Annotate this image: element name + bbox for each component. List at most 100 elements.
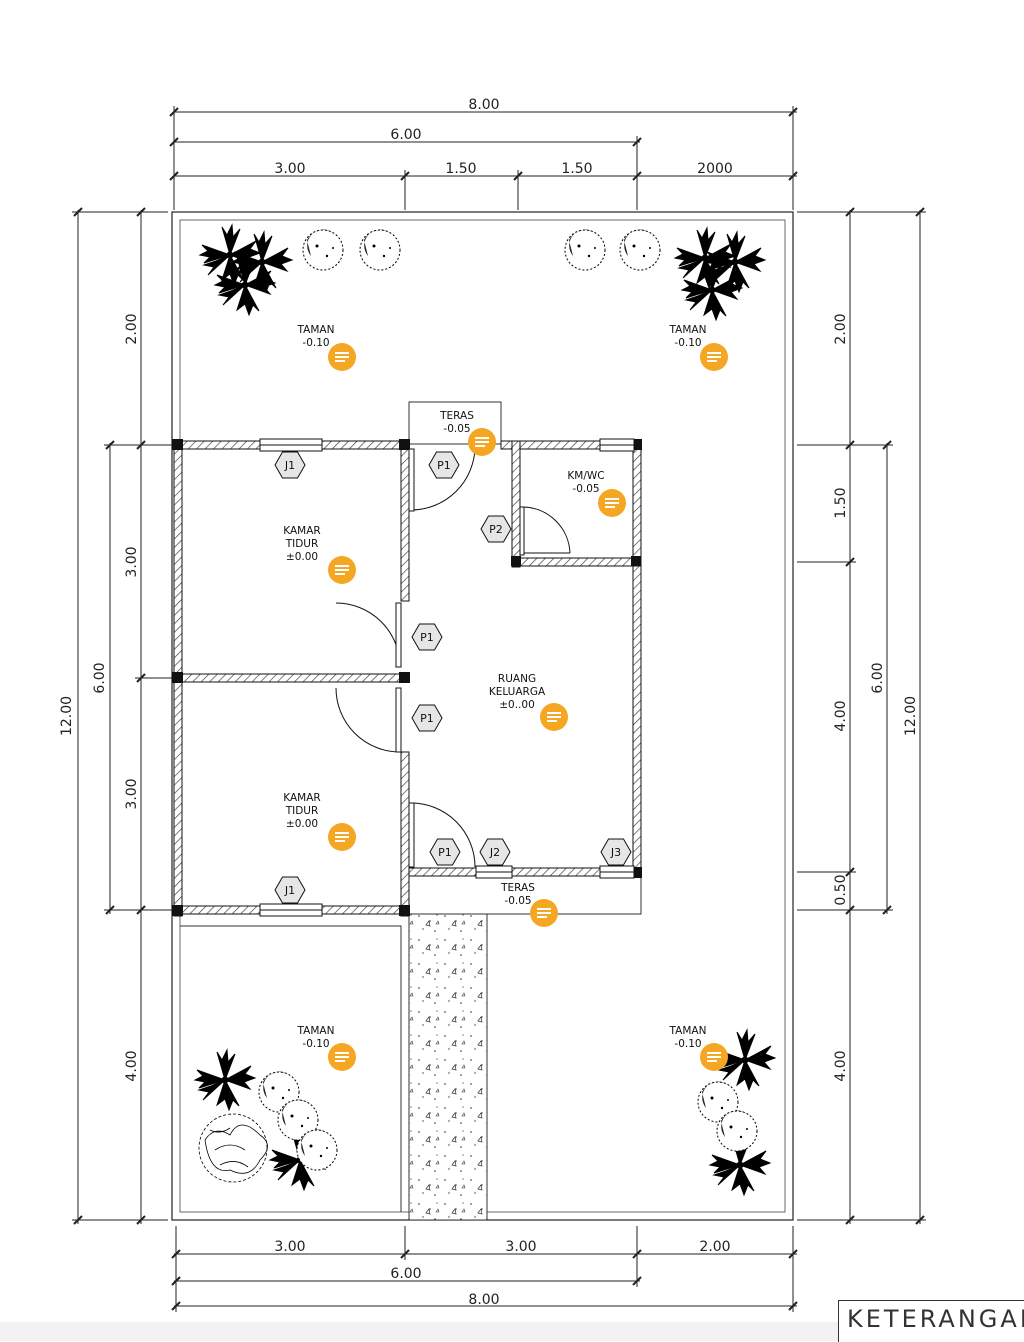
tag-j2-label: J2 [489,846,500,859]
dim-bottom-total: 8.00 [468,1292,499,1308]
dim-bottom-seg-2: 3.00 [505,1239,536,1255]
comment-note-icon[interactable] [539,702,569,732]
room-ruang-keluarga: RUANG KELUARGA ±0..00 [489,673,546,711]
kmwc-level: -0.05 [572,483,599,495]
gravel-path [408,913,488,1221]
dim-left-seg-3: 3.00 [124,778,140,809]
tag-j1-top: J1 [274,451,306,479]
comment-note-icon[interactable] [327,555,357,585]
taman-br-level: -0.10 [674,1038,701,1050]
room-kamar-tidur-2: KAMAR TIDUR ±0.00 [283,792,320,830]
teras-bottom-name: TERAS [500,882,535,894]
tag-p1-kamar2-label: P1 [420,712,434,725]
taman-bl-name: TAMAN [297,1025,335,1037]
dim-right-seg-1: 2.00 [833,313,849,344]
dim-top-seg-4: 2000 [697,161,733,177]
room-taman-bl: TAMAN -0.10 [297,1025,335,1050]
taman-tr-name: TAMAN [669,324,707,336]
comment-note-icon[interactable] [327,1042,357,1072]
dim-right-seg-4: 0.50 [833,874,849,905]
dim-right-total: 12.00 [903,696,919,736]
tag-p1-teras-label: P1 [437,459,451,472]
dim-bottom-seg-1: 3.00 [274,1239,305,1255]
dim-top-seg-3: 1.50 [561,161,592,177]
room-taman-br: TAMAN -0.10 [669,1025,707,1050]
tag-p1-kamar1: P1 [411,623,443,651]
kmwc-name: KM/WC [567,470,604,482]
dim-right-six: 6.00 [870,662,886,693]
room-teras-bottom: TERAS -0.05 [500,882,535,907]
legend-panel: KETERANGAN [838,1300,1024,1342]
ruang-level: ±0..00 [499,699,535,711]
comment-note-icon[interactable] [529,898,559,928]
dim-bottom-seg-3: 2.00 [699,1239,730,1255]
dim-top-six: 6.00 [390,127,421,143]
kamar2-level: ±0.00 [286,818,318,830]
ruang-name-line2: KELUARGA [489,686,546,698]
teras-top-level: -0.05 [443,423,470,435]
right-dimensions [797,207,926,1225]
dim-top-total: 8.00 [468,97,499,113]
tag-p1-teras: P1 [428,451,460,479]
room-taman-tl: TAMAN -0.10 [297,324,335,349]
tag-p2: P2 [480,515,512,543]
tag-p1-bottom: P1 [429,838,461,866]
teras-top-name: TERAS [439,410,474,422]
kamar1-name-line1: KAMAR [283,525,320,537]
tag-p2-label: P2 [489,523,503,536]
kamar1-name-line2: TIDUR [285,538,319,550]
doors [335,445,571,868]
comment-note-icon[interactable] [327,342,357,372]
dim-right-seg-5: 4.00 [833,1050,849,1081]
left-dimensions [72,207,176,1225]
viewer-bottom-strip [0,1322,838,1341]
dim-left-seg-1: 2.00 [124,313,140,344]
tag-p1-bottom-label: P1 [438,846,452,859]
tag-j1-bottom-label: J1 [284,884,295,897]
taman-tr-level: -0.10 [674,337,701,349]
taman-bl-level: -0.10 [302,1038,329,1050]
dim-right-seg-2: 1.50 [833,487,849,518]
taman-tl-name: TAMAN [297,324,335,336]
tag-j3-label: J3 [610,846,621,859]
tag-p1-kamar1-label: P1 [420,631,434,644]
comment-note-icon[interactable] [597,488,627,518]
legend-title: KETERANGAN [847,1305,1024,1333]
dim-left-six: 6.00 [92,662,108,693]
room-kamar-tidur-1: KAMAR TIDUR ±0.00 [283,525,320,563]
dim-left-seg-2: 3.00 [124,546,140,577]
dim-bottom-six: 6.00 [390,1266,421,1282]
dim-left-total: 12.00 [59,696,75,736]
dim-top-seg-2: 1.50 [445,161,476,177]
taman-br-name: TAMAN [669,1025,707,1037]
room-taman-tr: TAMAN -0.10 [669,324,707,349]
tag-j1-bottom: J1 [274,876,306,904]
kamar2-name-line2: TIDUR [285,805,319,817]
dim-left-seg-4: 4.00 [124,1050,140,1081]
tag-j2: J2 [479,838,511,866]
teras-bottom-level: -0.05 [504,895,531,907]
teras-bottom-platform [408,871,642,915]
room-teras-top: TERAS -0.05 [439,410,474,435]
tag-j3: J3 [600,838,632,866]
comment-note-icon[interactable] [699,342,729,372]
dim-right-seg-3: 4.00 [833,700,849,731]
dim-top-seg-1: 3.00 [274,161,305,177]
top-dimensions [169,106,798,210]
garden-bed-border [180,925,402,1212]
ruang-name-line1: RUANG [498,673,536,685]
windows [259,438,635,917]
tag-j1-top-label: J1 [284,459,295,472]
tag-p1-kamar2: P1 [411,704,443,732]
bottom-dimensions [171,1226,798,1312]
kamar1-level: ±0.00 [286,551,318,563]
kamar2-name-line1: KAMAR [283,792,320,804]
comment-note-icon[interactable] [699,1042,729,1072]
taman-tl-level: -0.10 [302,337,329,349]
room-kmwc: KM/WC -0.05 [567,470,604,495]
columns [172,439,642,916]
vegetation [194,224,776,1196]
comment-note-icon[interactable] [327,822,357,852]
comment-note-icon[interactable] [467,427,497,457]
